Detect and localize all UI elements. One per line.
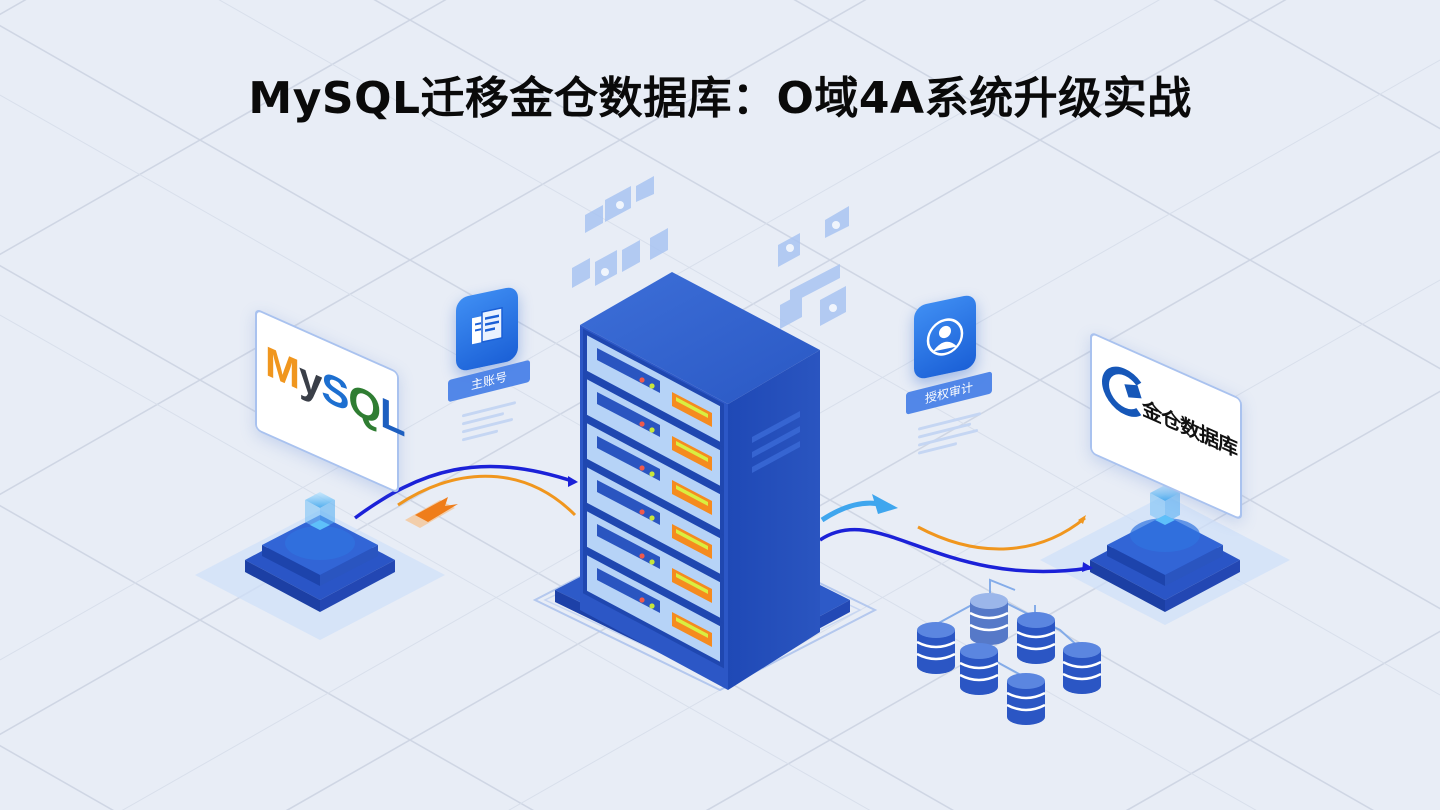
kingbase-label: 金仓数据库: [1142, 395, 1237, 462]
rack-units: [583, 328, 724, 669]
page-title: MySQL迁移金仓数据库：O域4A系统升级实战: [248, 73, 1192, 124]
user-profile-icon: [914, 293, 976, 381]
document-icon: [456, 285, 518, 373]
